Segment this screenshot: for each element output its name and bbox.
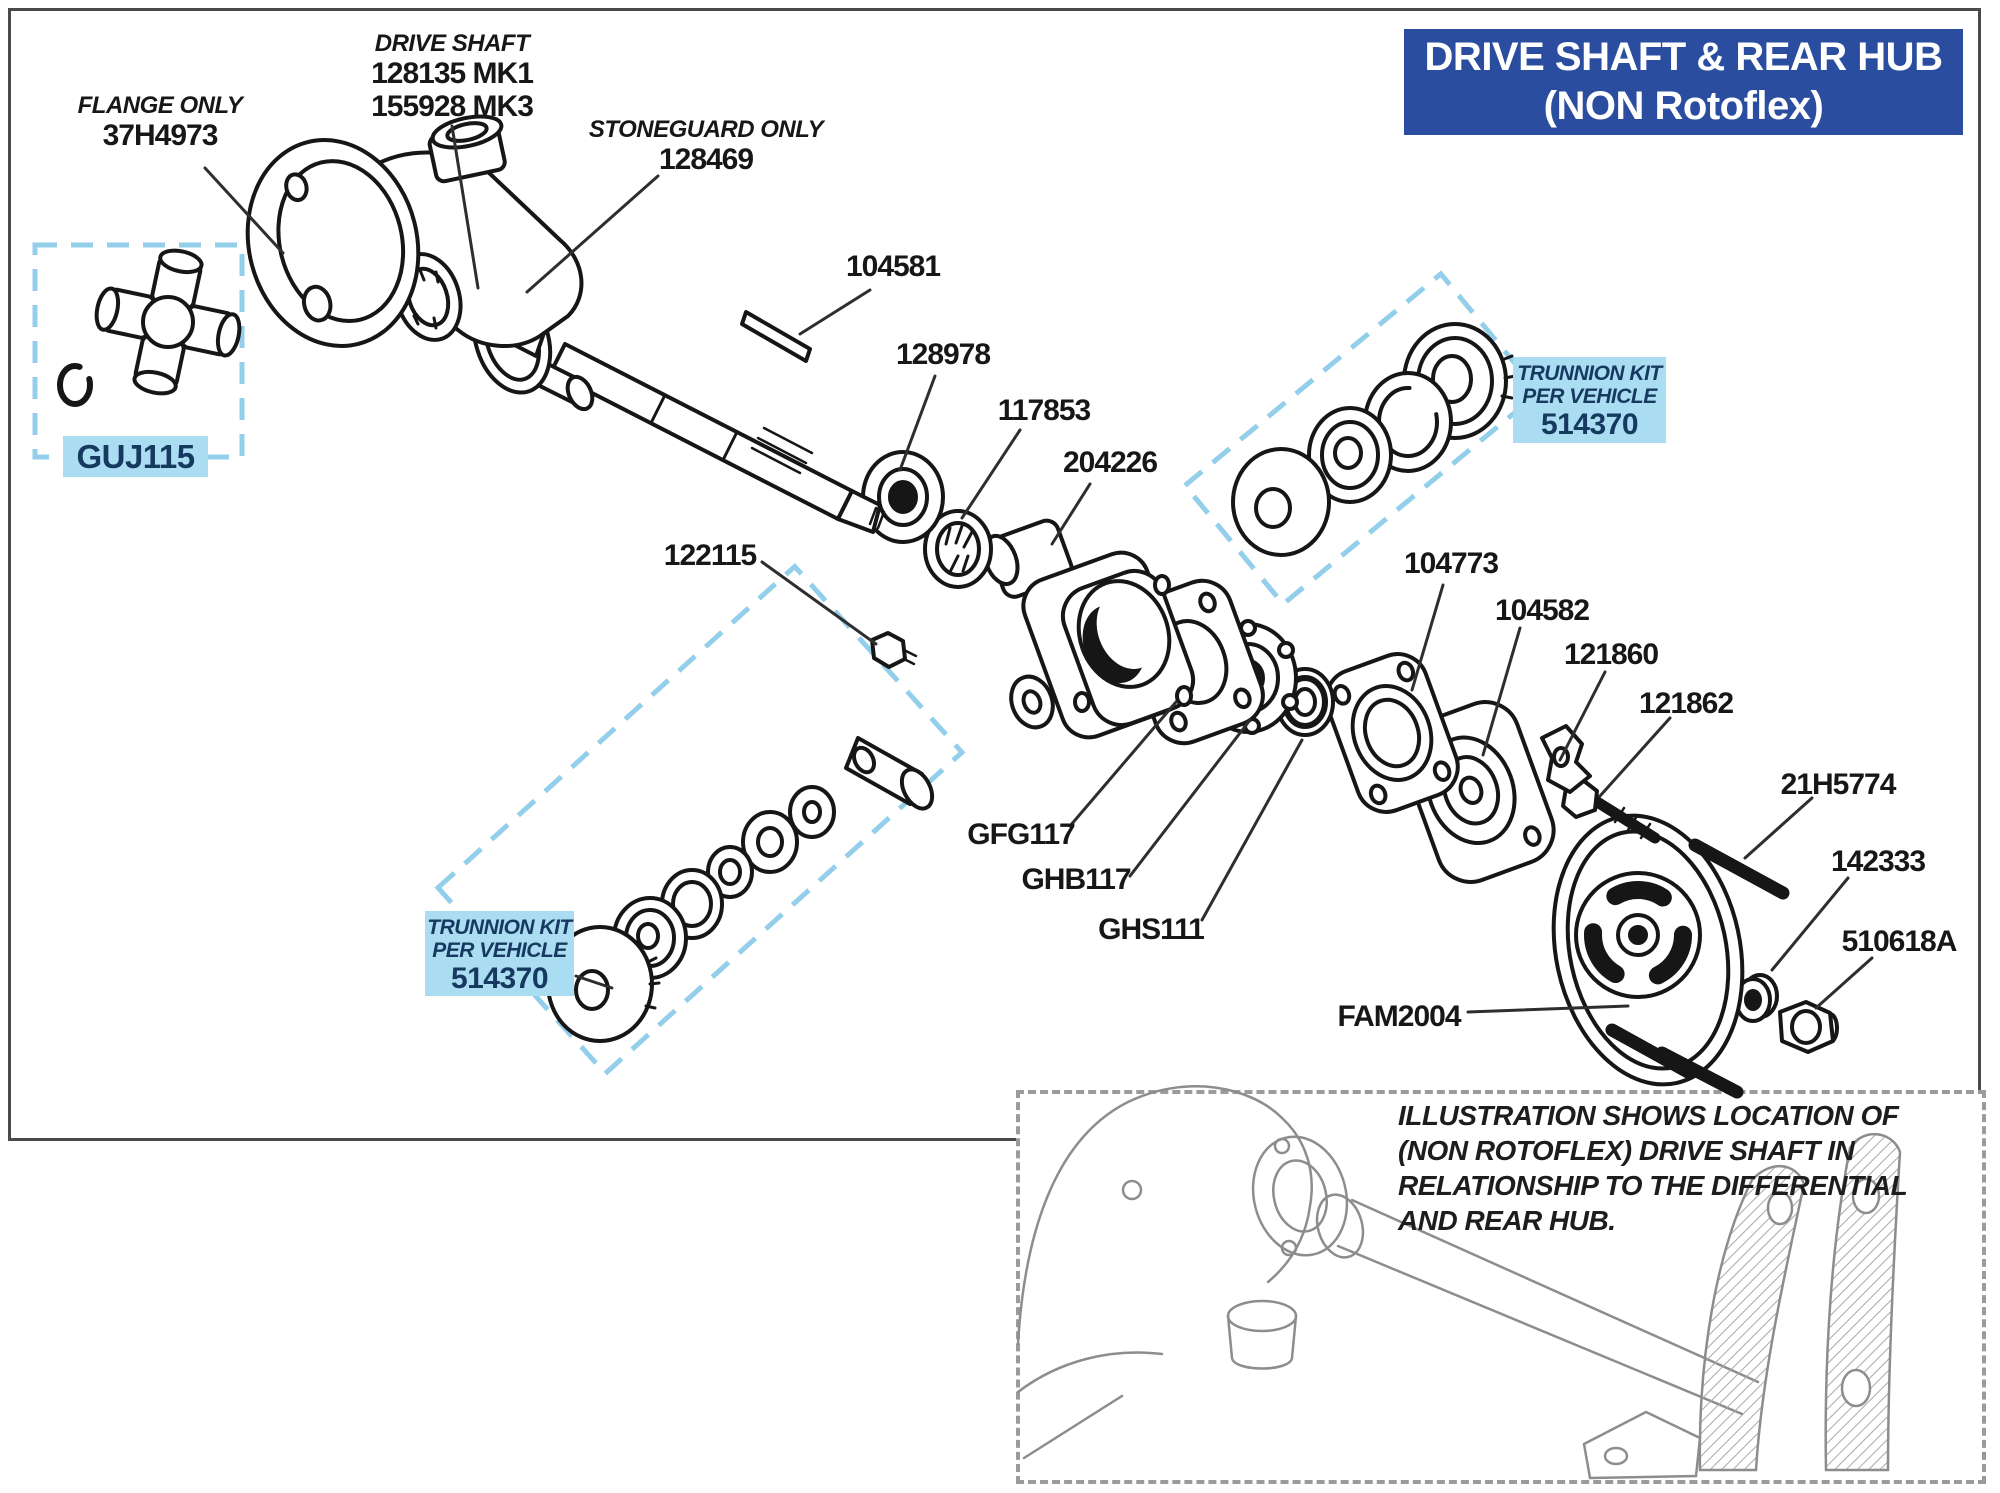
part-label-p121860: 121860 [1563, 638, 1659, 671]
bearing-117853-art [923, 509, 993, 589]
trunnion-kit-label-top[interactable]: TRUNNION KIT PER VEHICLE 514370 [1513, 357, 1666, 443]
trunnion-kit-label-bottom[interactable]: TRUNNION KIT PER VEHICLE 514370 [425, 911, 574, 996]
part-number-p104582: 104582 [1494, 594, 1590, 627]
leader-lines [203, 124, 1874, 1014]
part-number-drive-shaft-2: 155928 MK3 [371, 90, 534, 123]
part-number-p510618A: 510618A [1841, 925, 1958, 958]
part-number-p104773: 104773 [1403, 547, 1499, 580]
hub-FAM2004-art [1551, 813, 1790, 1099]
kit-dashed-boxes [32, 242, 1543, 1078]
part-label-pGHS111: GHS111 [1098, 913, 1205, 946]
part-number-stoneguard: 128469 [658, 143, 754, 176]
part-label-p128978: 128978 [895, 338, 991, 371]
page-title-line1: DRIVE SHAFT & REAR HUB [1424, 35, 1943, 79]
part-number-p142333: 142333 [1830, 845, 1926, 878]
part-number-p121862: 121862 [1638, 687, 1734, 720]
part-number-p121860: 121860 [1563, 638, 1659, 671]
part-number-p21H5774: 21H5774 [1780, 768, 1897, 801]
part-label-p122115: 122115 [663, 539, 757, 572]
part-label-p104582: 104582 [1494, 594, 1590, 627]
key-104581-art [740, 310, 812, 363]
part-caption-drive-shaft: DRIVE SHAFT [374, 30, 530, 57]
part-label-pFAM2004: FAM2004 [1337, 1000, 1461, 1033]
part-label-p104581: 104581 [845, 250, 941, 283]
part-label-pGFG117: GFG117 [967, 818, 1075, 851]
part-number-drive-shaft: 128135 MK1 [371, 57, 534, 90]
uj-spider-GUJ115-art [57, 248, 242, 407]
trunnion-top-dashed-box [1181, 270, 1543, 608]
part-label-p117853: 117853 [997, 394, 1091, 427]
inset-panel [1016, 1090, 1986, 1484]
part-label-p510618A: 510618A [1841, 925, 1958, 958]
page-title-line2: (NON Rotoflex) [1543, 84, 1824, 128]
part-number-p122115: 122115 [663, 539, 757, 572]
bearing-128978-art [861, 450, 945, 544]
trunnion-kit-bottom-line1: TRUNNION KIT [427, 916, 572, 939]
housing-204226-art [982, 518, 1196, 740]
washer-142333-art [1734, 973, 1779, 1023]
plate-104773-art [1324, 652, 1460, 814]
part-label-p104773: 104773 [1403, 547, 1499, 580]
trunnion-kit-top-line2: PER VEHICLE [1522, 385, 1657, 408]
trunnion-bottom-parts-art [546, 736, 935, 1043]
part-label-p204226: 204226 [1062, 446, 1158, 479]
part-label-p142333: 142333 [1830, 845, 1926, 878]
part-link-GUJ115[interactable]: GUJ115 [63, 436, 208, 477]
part-label-p121862: 121862 [1638, 687, 1734, 720]
part-number-p104581: 104581 [845, 250, 941, 283]
part-number-pGFG117: GFG117 [967, 818, 1075, 851]
trunnion-kit-bottom-number: 514370 [450, 962, 549, 995]
trunnion-kit-top-number: 514370 [1540, 408, 1639, 441]
part-number-pGHS111: GHS111 [1098, 913, 1205, 946]
flange-37H4973-art [245, 138, 421, 348]
part-label-p21H5774: 21H5774 [1780, 768, 1897, 801]
page-title: DRIVE SHAFT & REAR HUB (NON Rotoflex) [1404, 29, 1963, 135]
part-label-pGHB117: GHB117 [1021, 863, 1131, 896]
nut-510618A-art [1778, 1000, 1839, 1054]
clip-121860-art [1540, 724, 1592, 794]
drive-shaft-art [549, 342, 886, 534]
part-caption-stoneguard: STONEGUARD ONLY [588, 116, 824, 143]
part-number-flange: 37H4973 [102, 119, 219, 152]
trunnion-kit-top-line1: TRUNNION KIT [1517, 362, 1662, 385]
inset-art [1016, 1085, 1902, 1480]
trunnion-top-parts-art [1231, 322, 1517, 557]
part-number-pFAM2004: FAM2004 [1337, 1000, 1461, 1033]
part-number-p204226: 204226 [1062, 446, 1158, 479]
part-number-p128978: 128978 [895, 338, 991, 371]
inset-caption: ILLUSTRATION SHOWS LOCATION OF (NON ROTO… [1398, 1100, 1907, 1236]
part-caption-flange: FLANGE ONLY [77, 92, 243, 119]
part-number-p117853: 117853 [997, 394, 1091, 427]
part-number-pGHB117: GHB117 [1021, 863, 1131, 896]
trunnion-kit-bottom-line2: PER VEHICLE [432, 939, 567, 962]
nut-122115-art [870, 631, 918, 669]
